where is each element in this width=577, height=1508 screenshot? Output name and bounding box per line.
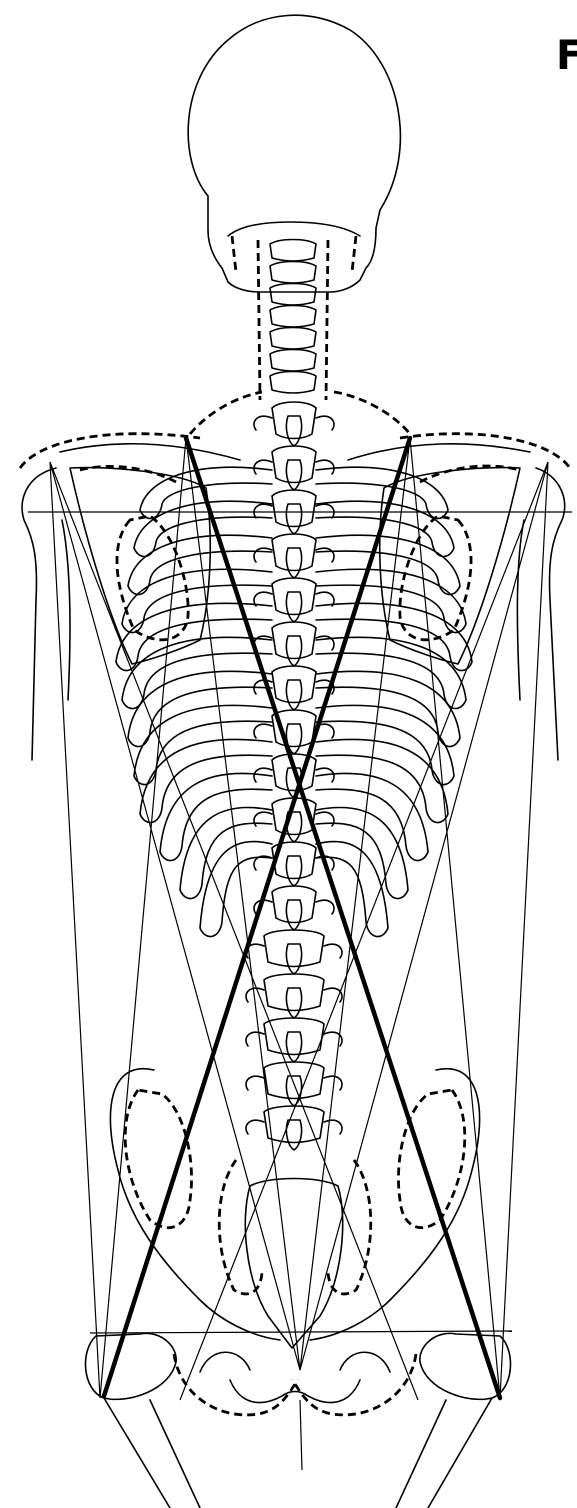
transverse-process-right — [316, 548, 334, 562]
thin-diagonal-lines — [50, 438, 548, 1400]
spinous-process — [286, 1032, 301, 1062]
cervical-spine — [270, 240, 316, 394]
rib-right — [316, 739, 448, 822]
transverse-process-right — [316, 504, 334, 518]
transverse-process-right — [324, 944, 342, 958]
vertebra — [264, 1018, 324, 1055]
cervical-vertebra — [270, 262, 316, 284]
vertebra — [272, 622, 316, 659]
cervical-vertebra — [270, 284, 316, 306]
shoulder-girdle — [20, 434, 570, 482]
vertebra — [264, 974, 324, 1011]
transverse-process-right — [316, 416, 334, 430]
cervical-outline-right — [326, 240, 328, 400]
transverse-process-left — [254, 548, 272, 562]
spinous-process — [286, 988, 301, 1018]
spinous-process — [286, 944, 301, 974]
vertebra — [272, 578, 316, 615]
transverse-process-left — [254, 416, 272, 430]
transverse-process-left — [254, 724, 272, 738]
cervical-vertebra — [270, 306, 316, 328]
spinous-process — [286, 416, 301, 446]
trapezius-outline-right — [334, 392, 410, 434]
rib-left — [180, 807, 272, 898]
transverse-process-left — [254, 460, 272, 474]
spinous-process — [286, 460, 301, 490]
thoracic-lumbar-spine — [246, 402, 342, 1150]
trapezius-outline-left — [190, 392, 262, 434]
skull — [188, 15, 400, 292]
vertebra — [264, 930, 324, 967]
spinous-process — [286, 548, 301, 578]
midline-tail — [300, 1400, 302, 1470]
cervical-vertebra — [270, 240, 316, 262]
vertebra — [272, 666, 316, 703]
rib-left — [134, 501, 272, 556]
transverse-process-right — [316, 900, 334, 914]
vertebra — [272, 490, 316, 527]
transverse-process-right — [324, 1120, 342, 1134]
cervical-vertebra — [270, 350, 316, 372]
spinous-process — [286, 504, 301, 534]
spinous-process — [286, 900, 301, 930]
vertebra — [272, 446, 316, 483]
spinous-process — [286, 856, 301, 886]
cervical-vertebra — [270, 328, 316, 350]
transverse-process-left — [246, 1076, 264, 1090]
transverse-process-right — [316, 460, 334, 474]
cervical-vertebra — [270, 372, 316, 394]
rib-left — [122, 637, 272, 708]
spinous-process — [286, 636, 301, 666]
vertebra — [264, 1062, 324, 1099]
transverse-process-left — [246, 1120, 264, 1134]
vertebra — [272, 402, 316, 439]
transverse-process-left — [246, 1032, 264, 1046]
rib-left — [122, 569, 272, 632]
cervical-outline-left — [258, 240, 260, 400]
femurs — [86, 1333, 511, 1508]
figure-label: F — [556, 36, 577, 76]
thick-diagonal-left-to-right — [186, 438, 500, 1398]
rib-left — [140, 739, 272, 822]
transverse-process-left — [254, 504, 272, 518]
vertebra — [272, 886, 316, 923]
rib-right — [316, 637, 466, 708]
spinous-process — [286, 592, 301, 622]
spinous-process — [286, 1076, 301, 1106]
spinous-process — [286, 680, 301, 710]
rib-left — [116, 603, 272, 670]
vertebra — [272, 534, 316, 571]
